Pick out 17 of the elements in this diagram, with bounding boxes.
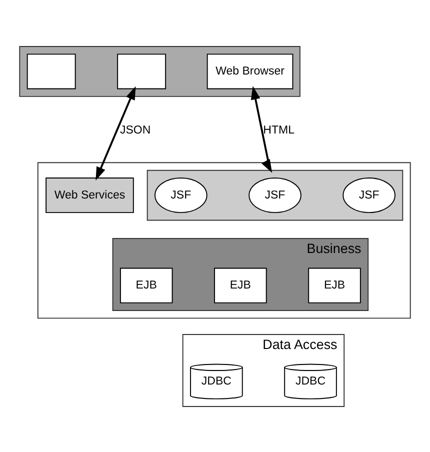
node-box [26,53,76,89]
node-box [117,53,166,89]
arrow [96,86,136,180]
cluster [19,46,300,96]
node-box: Web Browser [206,53,294,89]
node-ellipse: JSF [342,177,396,213]
cluster [37,162,411,318]
arrow [250,86,272,172]
edge-label: HTML [263,124,294,136]
node-ellipse: JSF [154,177,208,213]
node-box: EJB [308,267,361,303]
node-box: EJB [214,267,267,303]
cluster [146,169,404,220]
edge-label: JSON [120,124,151,136]
node-box: EJB [120,267,173,303]
node-ellipse: JSF [248,177,302,213]
node-box: Web Services [46,177,134,213]
